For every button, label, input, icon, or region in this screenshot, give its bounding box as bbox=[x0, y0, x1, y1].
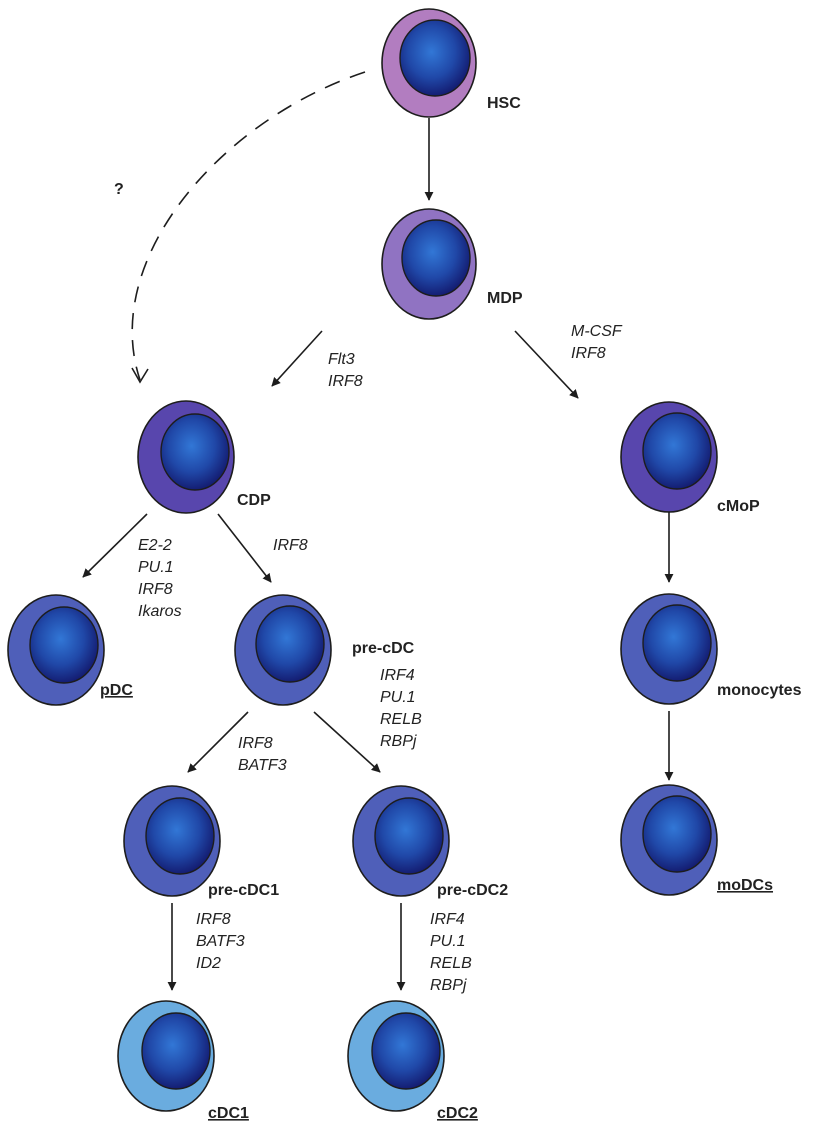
factor-label: IRF8 bbox=[138, 581, 173, 598]
differentiation-arrows bbox=[82, 71, 674, 991]
factor-label: ID2 bbox=[196, 955, 221, 972]
factors-mdp-to-cdp: Flt3 IRF8 bbox=[328, 351, 363, 390]
factor-label: Flt3 bbox=[328, 351, 355, 368]
factors-pre-cdc1-to-cdc1: IRF8 BATF3 ID2 bbox=[196, 911, 249, 972]
factor-label: PU.1 bbox=[380, 689, 416, 706]
factors-cdp-to-pre-cdc: IRF8 bbox=[273, 537, 308, 554]
label-cdc1: cDC1 bbox=[208, 1105, 249, 1122]
nucleus-icon bbox=[371, 1012, 441, 1090]
cell-pre-cdc: pre-cDC bbox=[234, 594, 415, 706]
label-cdc2: cDC2 bbox=[437, 1105, 478, 1122]
cell-monocytes: monocytes bbox=[620, 593, 802, 705]
label-pre-cdc: pre-cDC bbox=[352, 640, 415, 657]
factor-label: IRF4 bbox=[380, 667, 415, 684]
label-pdc: pDC bbox=[100, 682, 133, 699]
label-modcs: moDCs bbox=[717, 877, 773, 894]
transcription-factor-labels: Flt3 IRF8 M-CSF IRF8 E2-2 PU.1 IRF8 Ikar… bbox=[114, 181, 626, 994]
nucleus-icon bbox=[160, 413, 230, 491]
factor-label: RELB bbox=[430, 955, 472, 972]
uncertain-path-arrowhead bbox=[131, 367, 149, 384]
arrow-mdp-to-cmop bbox=[514, 330, 579, 399]
factors-pre-cdc-to-pre-cdc2: IRF4 PU.1 RELB RBPj bbox=[380, 667, 426, 750]
factors-cdp-to-pdc: E2-2 PU.1 IRF8 Ikaros bbox=[138, 537, 182, 620]
label-cmop: cMoP bbox=[717, 498, 760, 515]
factor-label: RBPj bbox=[430, 977, 467, 994]
cell-cdc1: cDC1 bbox=[117, 1000, 249, 1122]
cell-pdc: pDC bbox=[7, 594, 133, 706]
cell-pre-cdc2: pre-cDC2 bbox=[352, 785, 508, 899]
label-monocytes: monocytes bbox=[717, 682, 802, 699]
factor-label: PU.1 bbox=[430, 933, 466, 950]
cell-cdp: CDP bbox=[137, 400, 271, 514]
factor-label: PU.1 bbox=[138, 559, 174, 576]
factors-pre-cdc-to-pre-cdc1: IRF8 BATF3 bbox=[238, 735, 287, 774]
label-pre-cdc1: pre-cDC1 bbox=[208, 882, 279, 899]
nucleus-icon bbox=[642, 795, 712, 873]
factor-label: RELB bbox=[380, 711, 422, 728]
cell-cdc2: cDC2 bbox=[347, 1000, 478, 1122]
arrow-pre-cdc-to-pre-cdc1 bbox=[187, 711, 249, 773]
factor-label: IRF8 bbox=[328, 373, 363, 390]
factor-label: Ikaros bbox=[138, 603, 182, 620]
factor-label: IRF8 bbox=[273, 537, 308, 554]
nucleus-icon bbox=[374, 797, 444, 875]
nucleus-icon bbox=[401, 219, 471, 297]
cell-cmop: cMoP bbox=[620, 401, 760, 515]
nucleus-icon bbox=[145, 797, 215, 875]
nucleus-icon bbox=[141, 1012, 211, 1090]
label-mdp: MDP bbox=[487, 290, 523, 307]
factor-label: IRF8 bbox=[571, 345, 606, 362]
factor-label: IRF4 bbox=[430, 911, 465, 928]
factor-label: RBPj bbox=[380, 733, 417, 750]
arrow-mdp-to-cdp bbox=[271, 330, 323, 387]
uncertain-path-label: ? bbox=[114, 181, 124, 198]
nucleus-icon bbox=[642, 412, 712, 490]
factors-mdp-to-cmop: M-CSF IRF8 bbox=[571, 323, 626, 362]
arrow-pre-cdc-to-pre-cdc2 bbox=[313, 711, 381, 773]
label-cdp: CDP bbox=[237, 492, 271, 509]
factor-label: M-CSF bbox=[571, 323, 623, 340]
cell-hsc: HSC bbox=[381, 8, 521, 118]
factor-label: E2-2 bbox=[138, 537, 172, 554]
cell-pre-cdc1: pre-cDC1 bbox=[123, 785, 279, 899]
label-pre-cdc2: pre-cDC2 bbox=[437, 882, 508, 899]
cells: HSC MDP CDP cMoP pDC pre-cDC bbox=[7, 8, 802, 1122]
nucleus-icon bbox=[255, 605, 325, 683]
factor-label: IRF8 bbox=[196, 911, 231, 928]
arrow-cdp-to-pdc bbox=[82, 513, 148, 578]
cell-mdp: MDP bbox=[381, 208, 523, 320]
cell-modcs: moDCs bbox=[620, 784, 773, 896]
arrow-cdp-to-pre-cdc bbox=[217, 513, 272, 583]
nucleus-icon bbox=[29, 606, 99, 684]
label-hsc: HSC bbox=[487, 95, 521, 112]
factor-label: IRF8 bbox=[238, 735, 273, 752]
factor-label: BATF3 bbox=[238, 757, 287, 774]
factors-pre-cdc2-to-cdc2: IRF4 PU.1 RELB RBPj bbox=[430, 911, 476, 994]
nucleus-icon bbox=[642, 604, 712, 682]
nucleus-icon bbox=[399, 19, 471, 97]
uncertain-path-hsc-to-cdp bbox=[131, 71, 366, 381]
factor-label: BATF3 bbox=[196, 933, 245, 950]
